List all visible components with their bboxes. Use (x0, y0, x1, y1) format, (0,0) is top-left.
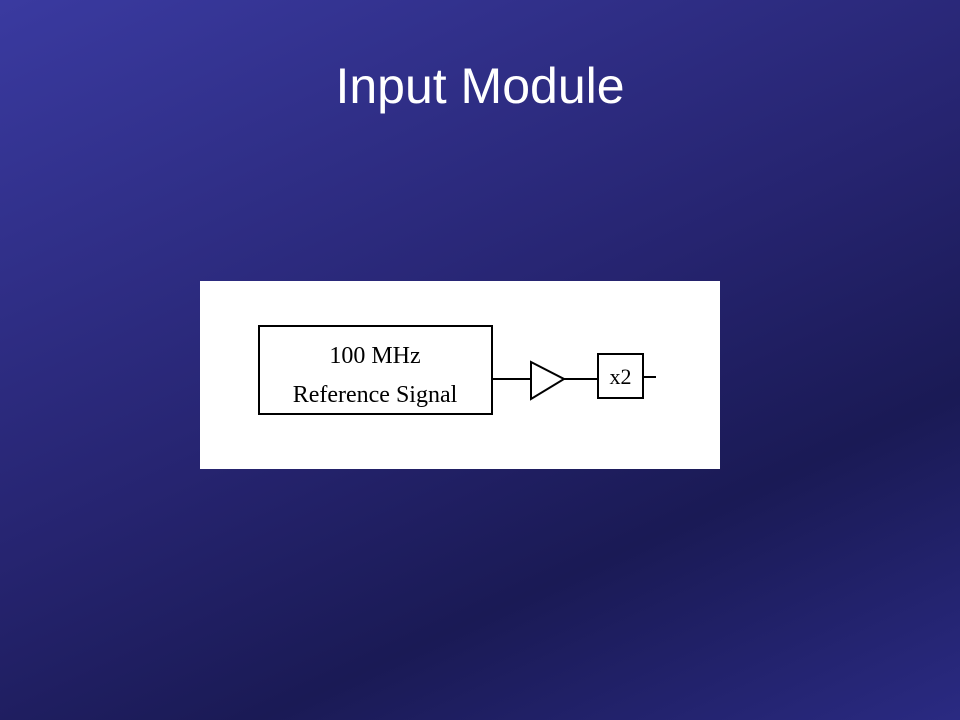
slide-title: Input Module (335, 58, 625, 114)
block-diagram: 100 MHz Reference Signal x2 (200, 281, 720, 469)
amplifier-symbol (530, 360, 567, 401)
reference-block-frequency: 100 MHz (329, 343, 420, 369)
multiplier-label: x2 (610, 364, 632, 389)
reference-signal-block (258, 325, 493, 415)
reference-block-label: Reference Signal (293, 382, 458, 408)
block-diagram-svg: 100 MHz Reference Signal x2 (258, 325, 656, 415)
